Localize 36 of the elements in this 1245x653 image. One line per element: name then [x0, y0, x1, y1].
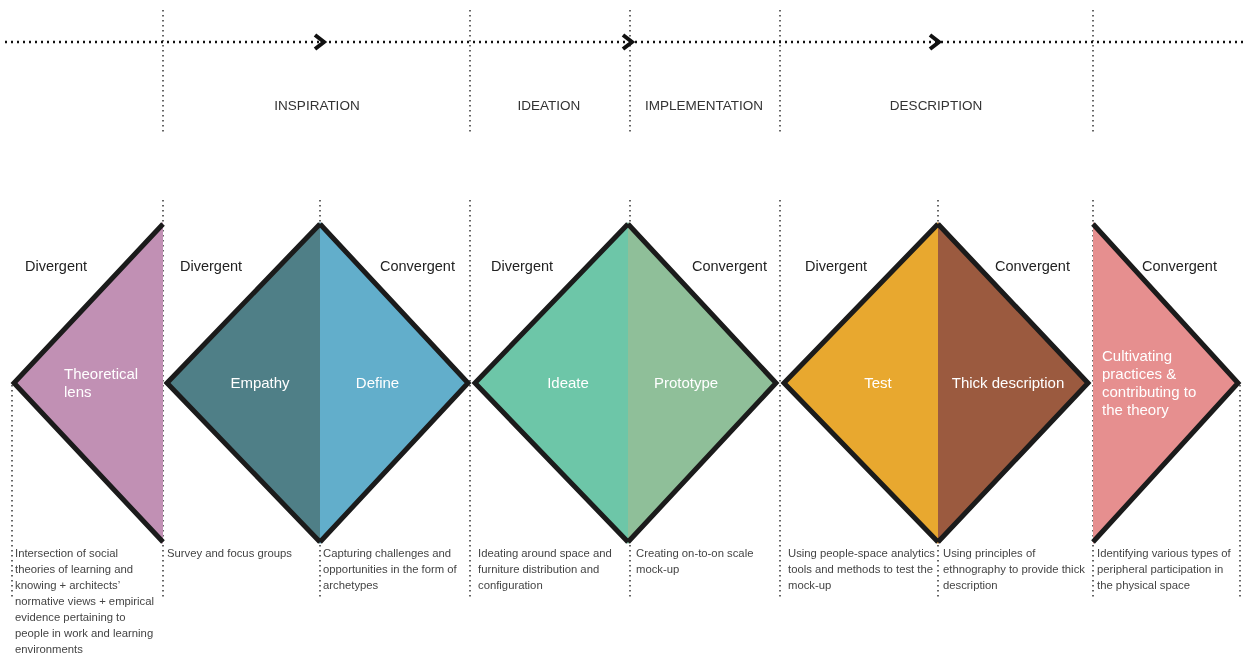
step-description: Creating on-to-on scale mock-up: [636, 546, 755, 577]
triangle-segment: [165, 222, 320, 544]
triangle-segment: [1093, 222, 1240, 544]
step-description: Intersection of social theories of learning and knowing + architects’ normative views + empirical evidence pertaining to people in work and learning environments: [15, 546, 156, 653]
phase-mode-label: Divergent: [805, 258, 868, 274]
step-description: Survey and focus groups: [167, 546, 293, 561]
phase-label: IDEATION: [517, 98, 581, 113]
step-description: Identifying various types of peripheral participation in the physical space: [1097, 546, 1232, 593]
triangle-segment: [938, 222, 1090, 544]
phase-label: IMPLEMENTATION: [645, 98, 763, 113]
phase-mode-label: Convergent: [995, 258, 1070, 274]
phase-mode-label: Divergent: [180, 258, 243, 274]
segment-label: Empathy: [230, 374, 290, 392]
step-description: Using people-space analytics tools and methods to test the mock-up: [788, 546, 936, 593]
phase-label: INSPIRATION: [274, 98, 360, 113]
phase-mode-label: Divergent: [25, 258, 88, 274]
phase-label: DESCRIPTION: [889, 98, 983, 113]
segment-label: Test: [864, 374, 892, 392]
triangle-segment: [473, 222, 628, 544]
phase-mode-label: Convergent: [1142, 258, 1217, 274]
step-description: Ideating around space and furniture distribution and configuration: [478, 546, 613, 593]
phase-mode-label: Divergent: [491, 258, 554, 274]
segment-label: Ideate: [547, 374, 589, 392]
triangle-segment: [12, 222, 163, 544]
phase-mode-label: Convergent: [692, 258, 767, 274]
phase-mode-label: Convergent: [380, 258, 455, 274]
segment-label: Thick description: [951, 374, 1065, 392]
step-description: Using principles of ethnography to provide thick description: [943, 546, 1086, 593]
triangle-segment: [628, 222, 778, 544]
segment-label: Define: [355, 374, 400, 392]
segment-label: Cultivating practices & contributing to the theory: [1102, 347, 1197, 419]
segment-label: Prototype: [653, 374, 719, 392]
triangle-segment: [782, 222, 938, 544]
triangle-segment: [320, 222, 470, 544]
segment-label: Theoretical lens: [64, 365, 140, 401]
step-description: Capturing challenges and opportunities in the form of archetypes: [323, 546, 458, 593]
